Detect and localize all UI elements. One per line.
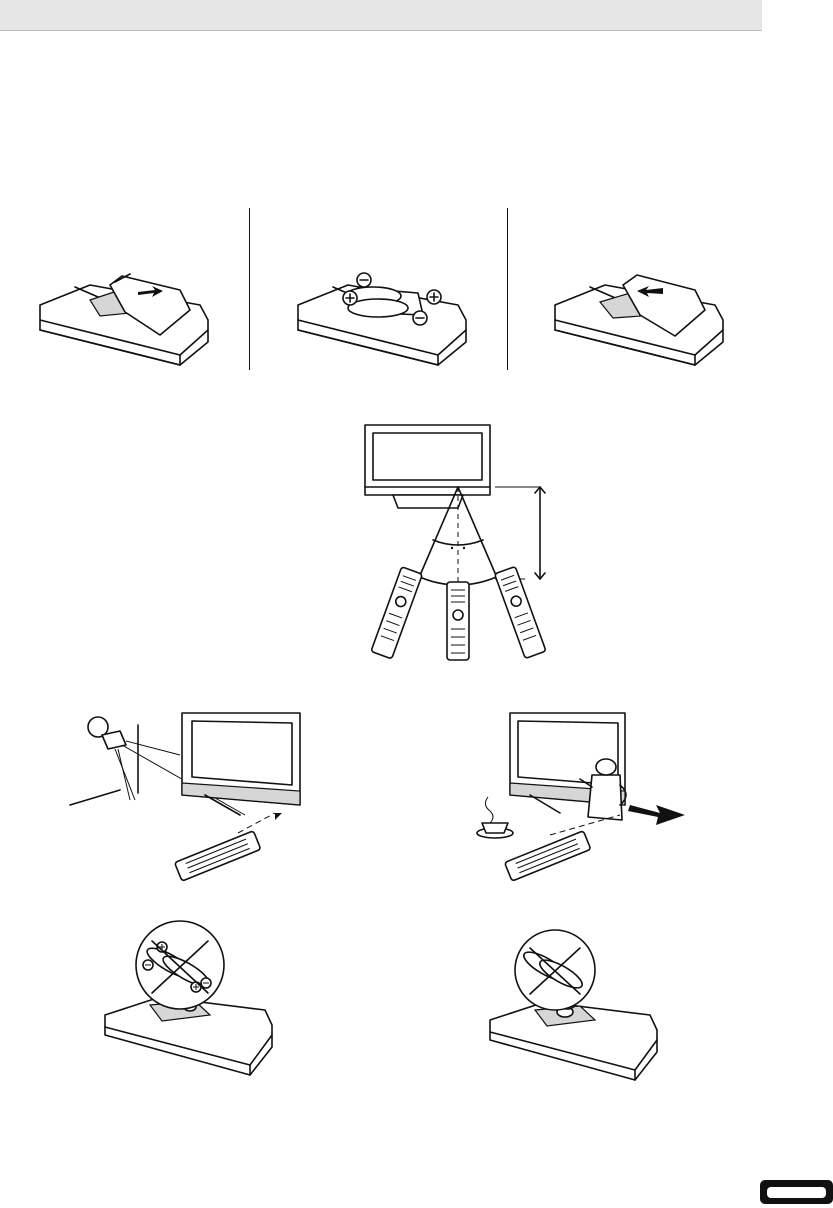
teapot-obstruction-icon: [470, 705, 720, 885]
header-bar: [0, 0, 762, 30]
step-divider: [507, 208, 508, 370]
battery-crossed-polarity-icon: [100, 935, 280, 1085]
remote-close-cover-icon: [545, 260, 735, 370]
battery-crossed-mixed-icon: [485, 960, 665, 1090]
remote-open-cover-icon: [30, 260, 220, 370]
lamp-sunlight-icon: [70, 705, 330, 885]
step-divider: [249, 208, 250, 370]
page-number-tab: [760, 1180, 833, 1204]
page-number-inner: [767, 1187, 826, 1198]
tv-remote-operating-angle-icon: [355, 415, 565, 665]
header-rule: [0, 30, 762, 31]
remote-insert-batteries-icon: [288, 260, 478, 370]
